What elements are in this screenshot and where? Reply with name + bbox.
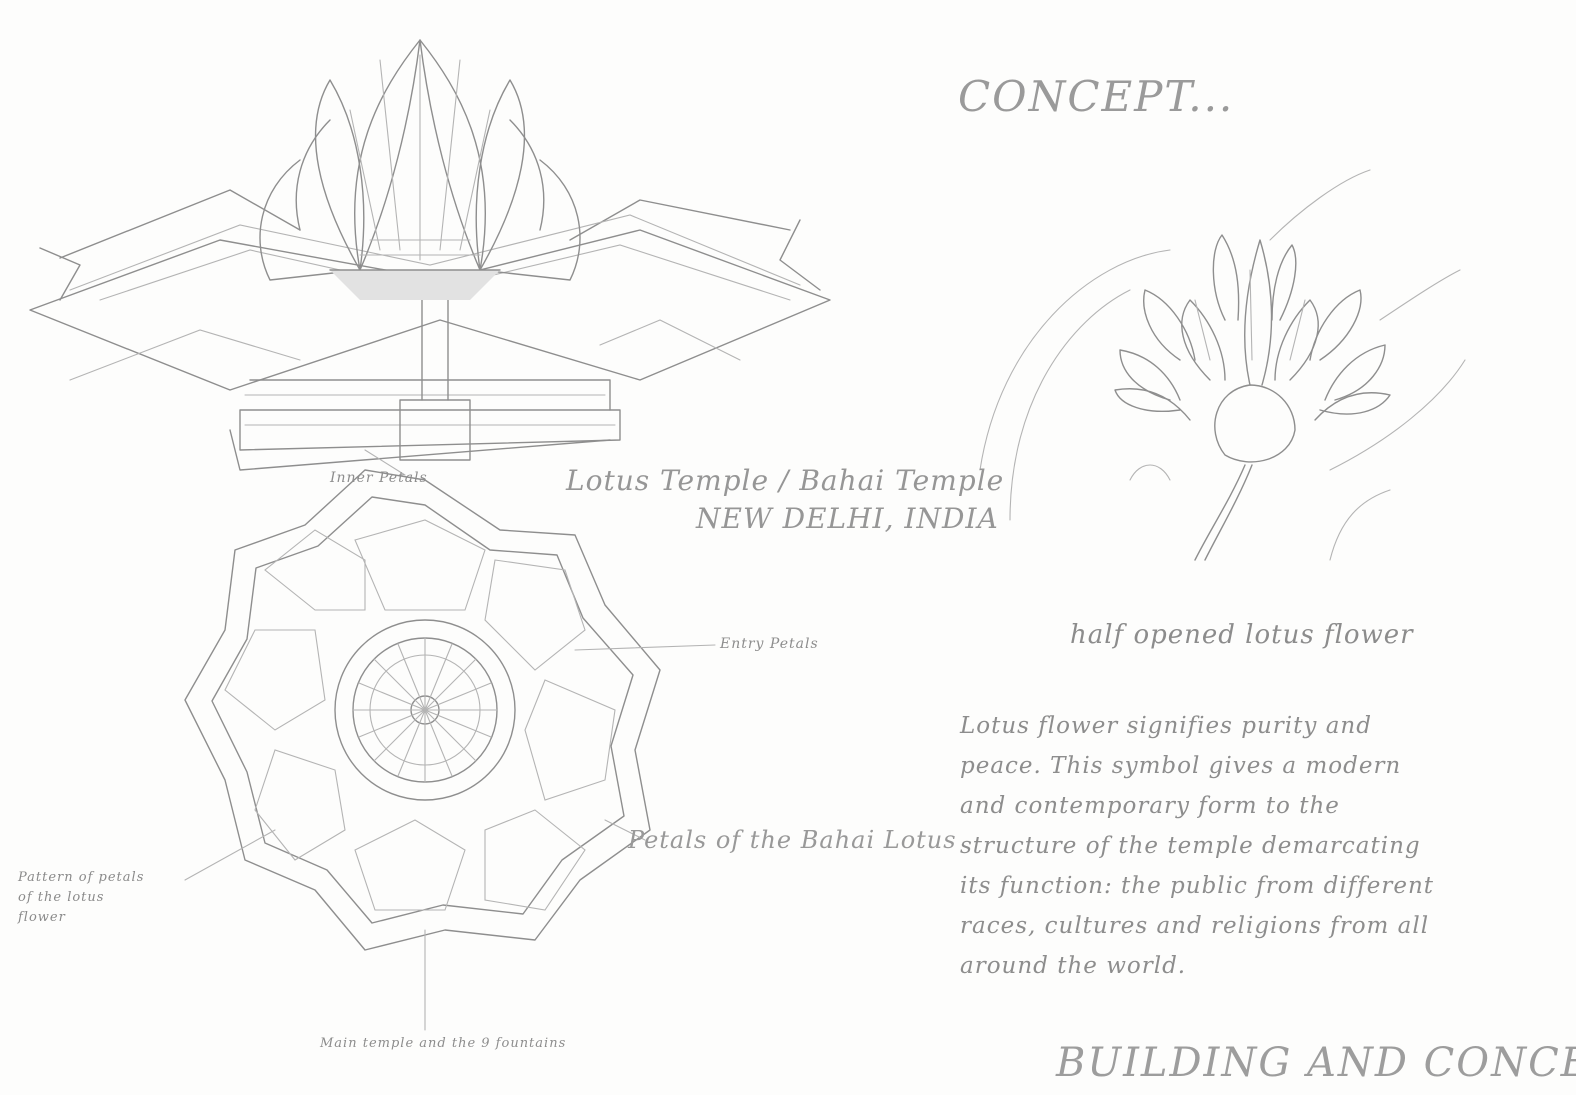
temple-caption-line-1: Lotus Temple / Bahai Temple: [566, 462, 1004, 500]
lotus-flower-sketch-icon: [980, 170, 1465, 560]
entry-petals-label: Entry Petals: [720, 636, 819, 652]
flower-caption: half opened lotus flower: [1070, 620, 1414, 650]
left-note-line-3: flower: [18, 908, 178, 928]
concept-heading: CONCEPT...: [958, 72, 1234, 121]
building-concept-heading: BUILDING AND CONCEPT: [1056, 1040, 1576, 1086]
left-note-line-2: of the lotus: [18, 888, 178, 908]
petals-label: Petals of the Bahai Lotus: [628, 826, 957, 854]
left-note: Pattern of petals of the lotus flower: [18, 868, 178, 928]
inner-petals-label: Inner Petals: [330, 470, 428, 486]
temple-caption-line-2: NEW DELHI, INDIA: [566, 500, 1004, 538]
fountains-label: Main temple and the 9 fountains: [320, 1036, 566, 1051]
concept-paragraph: Lotus flower signifies purity and peace.…: [960, 706, 1440, 986]
temple-caption: Lotus Temple / Bahai Temple NEW DELHI, I…: [566, 462, 1004, 538]
left-note-line-1: Pattern of petals: [18, 868, 178, 888]
temple-elevation-sketch-icon: [30, 40, 830, 470]
